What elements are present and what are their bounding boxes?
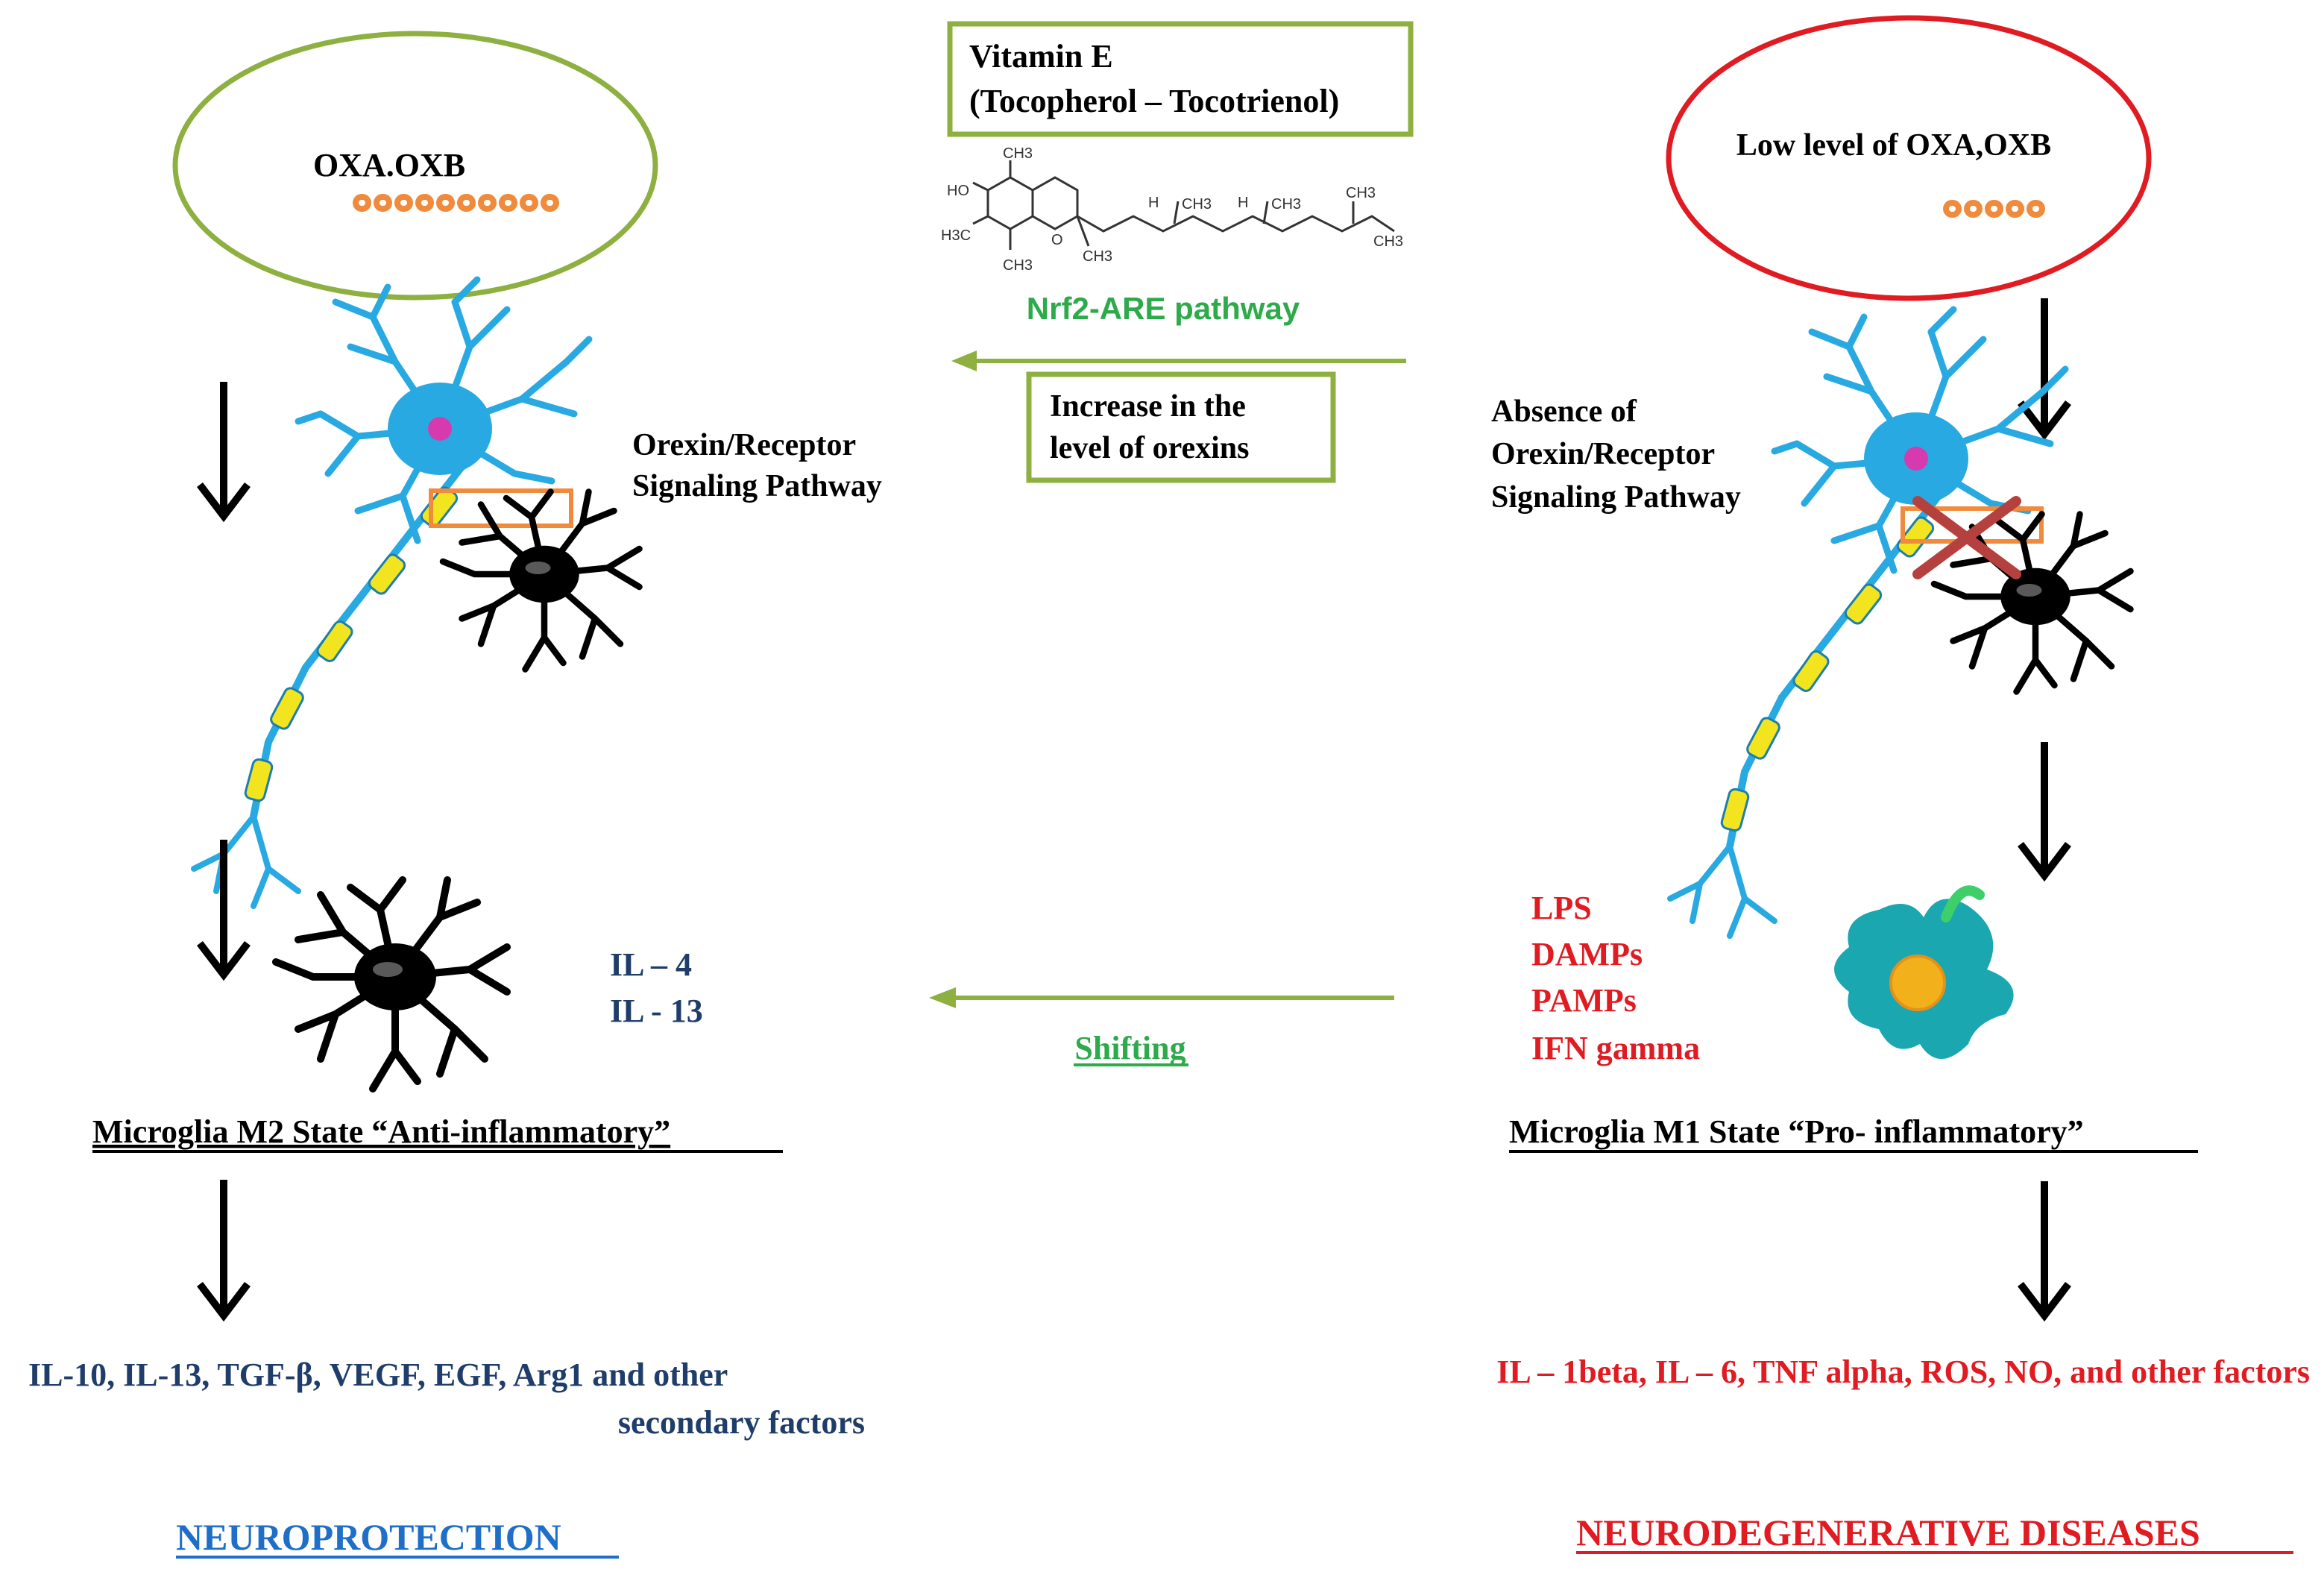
right-oval bbox=[1666, 15, 2152, 301]
m1-state-label: Microglia M1 State “Pro- inflammatory” bbox=[1509, 1113, 2084, 1150]
arrow-right-2-head bbox=[2018, 841, 2071, 882]
vitamin-e-line2: (Tocopherol – Tocotrienol) bbox=[969, 83, 1339, 119]
increase-line1: Increase in the bbox=[1050, 389, 1246, 424]
synapse-box-left bbox=[429, 488, 573, 528]
label-ch3-bottom: CH3 bbox=[1003, 257, 1033, 274]
stimulus-lps: LPS bbox=[1531, 890, 1592, 926]
stimulus-damps: DAMPs bbox=[1531, 936, 1643, 972]
absence-line1: Absence of bbox=[1491, 394, 1637, 429]
m2-state-label: Microglia M2 State “Anti-inflammatory” bbox=[92, 1113, 670, 1150]
label-o: O bbox=[1051, 232, 1063, 248]
right-oval-label: Low level of OXA,OXB bbox=[1736, 128, 2051, 163]
label-ch3-3: CH3 bbox=[1346, 185, 1376, 201]
tocopherol-labels: CH3 HO H3C CH3 O CH3 H CH3 H CH3 CH3 CH3 bbox=[941, 145, 1403, 274]
increase-orexins-box bbox=[1026, 371, 1336, 483]
nrf2-are-pathway: Nrf2-ARE pathway bbox=[1027, 291, 1300, 326]
neuron-right bbox=[1670, 309, 2065, 936]
left-oval-label: OXA.OXB bbox=[313, 147, 465, 183]
arrow-shifting-head bbox=[929, 987, 956, 1008]
m1-factors: IL – 1beta, IL – 6, TNF alpha, ROS, NO, … bbox=[1496, 1354, 2310, 1390]
outcome-neuroprotection: NEUROPROTECTION bbox=[176, 1516, 561, 1558]
cytokine-il4: IL – 4 bbox=[610, 946, 692, 983]
blocked-cross bbox=[1912, 496, 2021, 579]
label-ch3-top: CH3 bbox=[1003, 145, 1033, 162]
tocopherol-structure bbox=[972, 160, 1395, 250]
label-h-1: H bbox=[1148, 195, 1159, 211]
label-ch3-ring: CH3 bbox=[1083, 248, 1112, 265]
arrow-top-center-head bbox=[951, 350, 977, 371]
arrow-right-3-head bbox=[2018, 1281, 2071, 1322]
outcome-neurodegenerative: NEURODEGENERATIVE DISEASES bbox=[1576, 1512, 2200, 1553]
label-ch3-2: CH3 bbox=[1271, 196, 1301, 213]
label-h3c: H3C bbox=[941, 227, 971, 244]
increase-line2: level of orexins bbox=[1050, 431, 1250, 465]
label-ch3-1: CH3 bbox=[1182, 196, 1212, 213]
microglia-left-top bbox=[443, 492, 640, 670]
vitamin-e-box bbox=[947, 21, 1414, 137]
stimulus-ifn-gamma: IFN gamma bbox=[1531, 1030, 1700, 1066]
arrow-left-1-head bbox=[197, 482, 251, 523]
left-oval bbox=[172, 31, 658, 301]
absence-line3: Signaling Pathway bbox=[1491, 480, 1741, 515]
vitamin-e-line1: Vitamin E bbox=[969, 38, 1113, 75]
microglia-m1 bbox=[1834, 885, 2014, 1059]
stimuli-list: LPS DAMPs PAMPs IFN gamma bbox=[1531, 890, 1700, 1066]
arrow-left-2-head bbox=[197, 940, 251, 981]
label-ho: HO bbox=[947, 183, 969, 199]
cytokine-il13: IL - 13 bbox=[610, 993, 703, 1029]
arrow-right-1-head bbox=[2018, 400, 2071, 441]
m2-factors-line1: IL-10, IL-13, TGF-β, VEGF, EGF, Arg1 and… bbox=[28, 1356, 728, 1393]
pathway-left-line2: Signaling Pathway bbox=[632, 469, 882, 503]
pathway-left-line1: Orexin/Receptor bbox=[632, 428, 856, 462]
shifting-label: Shifting bbox=[1074, 1030, 1185, 1066]
label-ch3-4: CH3 bbox=[1373, 233, 1403, 250]
stimulus-pamps: PAMPs bbox=[1531, 982, 1637, 1019]
arrow-left-3-head bbox=[197, 1281, 251, 1322]
microglia-m2 bbox=[276, 880, 507, 1089]
label-h-2: H bbox=[1238, 195, 1248, 211]
m2-factors-line2: secondary factors bbox=[618, 1404, 865, 1441]
absence-line2: Orexin/Receptor bbox=[1491, 437, 1715, 471]
